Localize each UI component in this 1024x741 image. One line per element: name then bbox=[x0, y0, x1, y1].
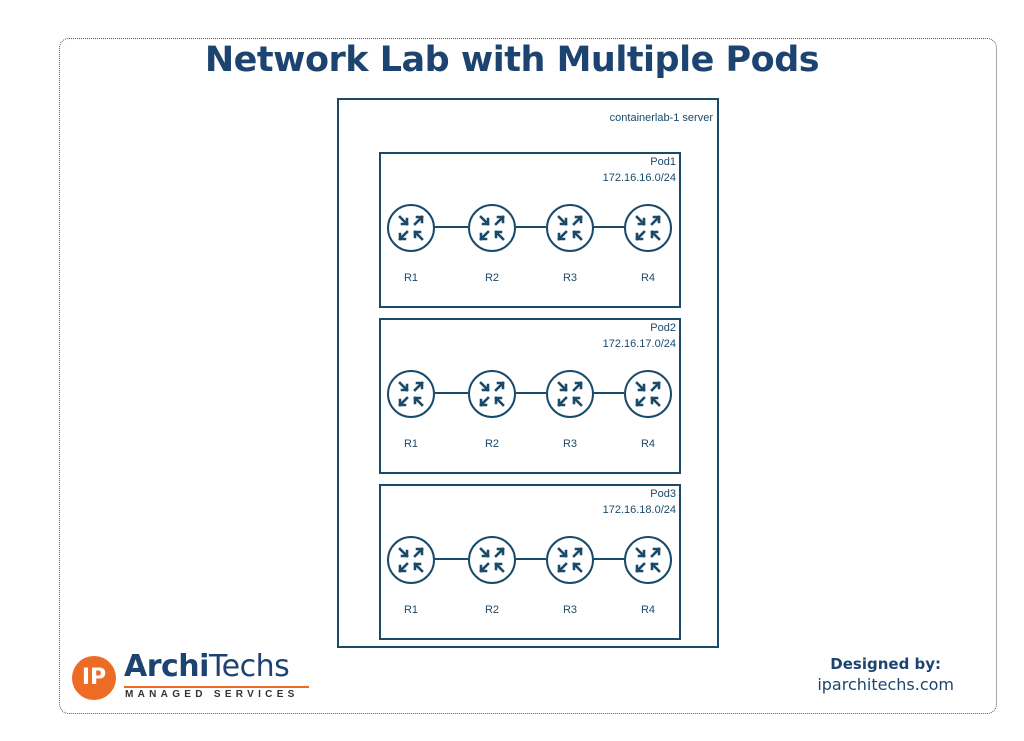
credit-label: Designed by: bbox=[830, 655, 942, 673]
router-label: R4 bbox=[640, 438, 656, 450]
router-label: R2 bbox=[484, 438, 500, 450]
router-link bbox=[516, 226, 546, 228]
router-icon bbox=[468, 536, 516, 584]
router-icon bbox=[624, 204, 672, 252]
router-label: R4 bbox=[640, 604, 656, 616]
router-icon bbox=[387, 370, 435, 418]
server-label: containerlab-1 server bbox=[609, 112, 713, 124]
router-link bbox=[516, 392, 546, 394]
router-link bbox=[594, 558, 624, 560]
page-frame bbox=[59, 38, 997, 714]
router-link bbox=[435, 392, 468, 394]
router-link bbox=[516, 558, 546, 560]
router-label: R1 bbox=[403, 604, 419, 616]
logo-tagline: MANAGED SERVICES bbox=[125, 689, 299, 700]
router-icon bbox=[468, 204, 516, 252]
router-icon bbox=[546, 536, 594, 584]
credit-site: iparchitechs.com bbox=[817, 675, 954, 694]
router-label: R3 bbox=[562, 272, 578, 284]
pod-subnet: 172.16.17.0/24 bbox=[602, 338, 676, 350]
router-icon bbox=[387, 204, 435, 252]
pod-name: Pod3 bbox=[650, 488, 676, 500]
router-link bbox=[435, 226, 468, 228]
pod-name: Pod1 bbox=[650, 156, 676, 168]
router-label: R3 bbox=[562, 438, 578, 450]
logo-divider bbox=[124, 686, 309, 688]
router-icon bbox=[624, 536, 672, 584]
router-label: R1 bbox=[403, 272, 419, 284]
logo-word-bold: Archi bbox=[124, 649, 209, 684]
pod-name: Pod2 bbox=[650, 322, 676, 334]
logo-word-regular: Techs bbox=[208, 649, 290, 684]
router-icon bbox=[468, 370, 516, 418]
router-label: R4 bbox=[640, 272, 656, 284]
pod-subnet: 172.16.18.0/24 bbox=[602, 504, 676, 516]
router-icon bbox=[387, 536, 435, 584]
company-logo: IP ArchiTechs MANAGED SERVICES bbox=[72, 649, 312, 702]
router-link bbox=[435, 558, 468, 560]
router-label: R2 bbox=[484, 604, 500, 616]
logo-badge: IP bbox=[72, 656, 116, 700]
router-label: R3 bbox=[562, 604, 578, 616]
server-box: containerlab-1 server Pod1 172.16.16.0/24… bbox=[337, 98, 719, 648]
router-link bbox=[594, 392, 624, 394]
router-link bbox=[594, 226, 624, 228]
router-icon bbox=[624, 370, 672, 418]
logo-wordmark: ArchiTechs bbox=[124, 649, 290, 684]
page-title: Network Lab with Multiple Pods bbox=[204, 40, 820, 80]
router-icon bbox=[546, 204, 594, 252]
designer-credit: Designed by: iparchitechs.com bbox=[817, 655, 954, 694]
router-label: R2 bbox=[484, 272, 500, 284]
router-icon bbox=[546, 370, 594, 418]
pod-subnet: 172.16.16.0/24 bbox=[602, 172, 676, 184]
router-label: R1 bbox=[403, 438, 419, 450]
